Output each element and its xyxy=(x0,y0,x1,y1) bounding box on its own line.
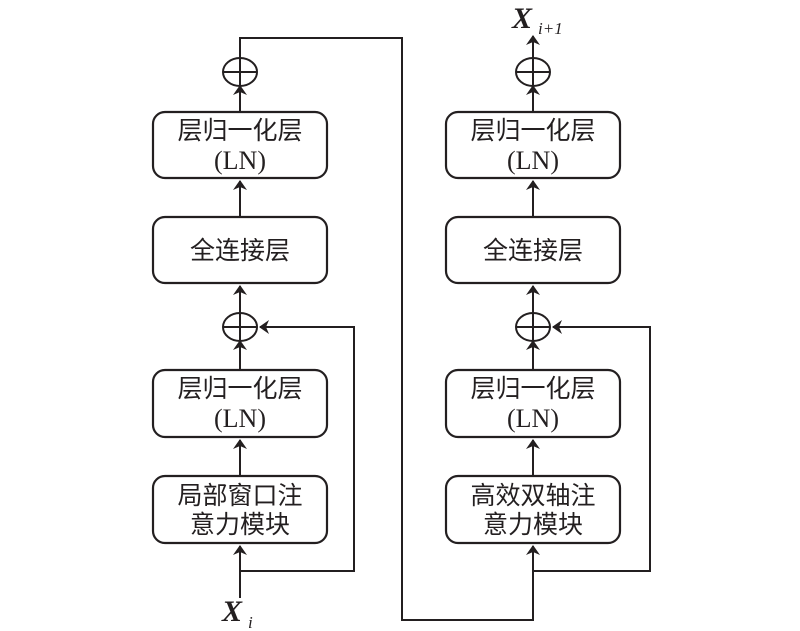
inter-block-connection xyxy=(239,37,540,621)
layer-norm-label: 层归一化层 xyxy=(177,116,302,145)
sum-icon xyxy=(515,312,551,342)
layer-norm-label: 层归一化层 xyxy=(470,116,595,145)
fully-connected-label: 全连接层 xyxy=(483,236,583,265)
layer-norm-abbr: (LN) xyxy=(214,146,266,175)
layer-norm-label: 层归一化层 xyxy=(470,374,595,403)
sum-icon xyxy=(222,312,258,342)
output-var: X xyxy=(511,2,533,35)
layer-norm-abbr: (LN) xyxy=(507,404,559,433)
residual-connection-2 xyxy=(533,320,651,572)
sum-icon xyxy=(515,57,551,87)
layer-norm-abbr: (LN) xyxy=(507,146,559,175)
sum-icon xyxy=(222,57,258,87)
fully-connected-label: 全连接层 xyxy=(190,236,290,265)
output-subscript: i+1 xyxy=(538,19,563,38)
layer-norm-abbr: (LN) xyxy=(214,404,266,433)
block-1: 局部窗口注 意力模块 层归一化层 (LN) 全连接层 层归一化层 (LN) xyxy=(151,57,355,598)
attention-label-line1: 局部窗口注 xyxy=(177,481,302,510)
input-var: X xyxy=(221,595,243,628)
input-label: X i xyxy=(221,595,253,631)
attention-label-line2: 意力模块 xyxy=(483,510,583,539)
output-label: X i+1 xyxy=(511,2,563,38)
attention-label-line2: 意力模块 xyxy=(190,510,290,539)
input-subscript: i xyxy=(248,613,253,631)
attention-label-line1: 高效双轴注 xyxy=(470,481,595,510)
residual-connection-1 xyxy=(240,320,355,572)
layer-norm-label: 层归一化层 xyxy=(177,374,302,403)
block-2: 高效双轴注 意力模块 层归一化层 (LN) 全连接层 层归一化层 (LN) xyxy=(444,35,651,572)
